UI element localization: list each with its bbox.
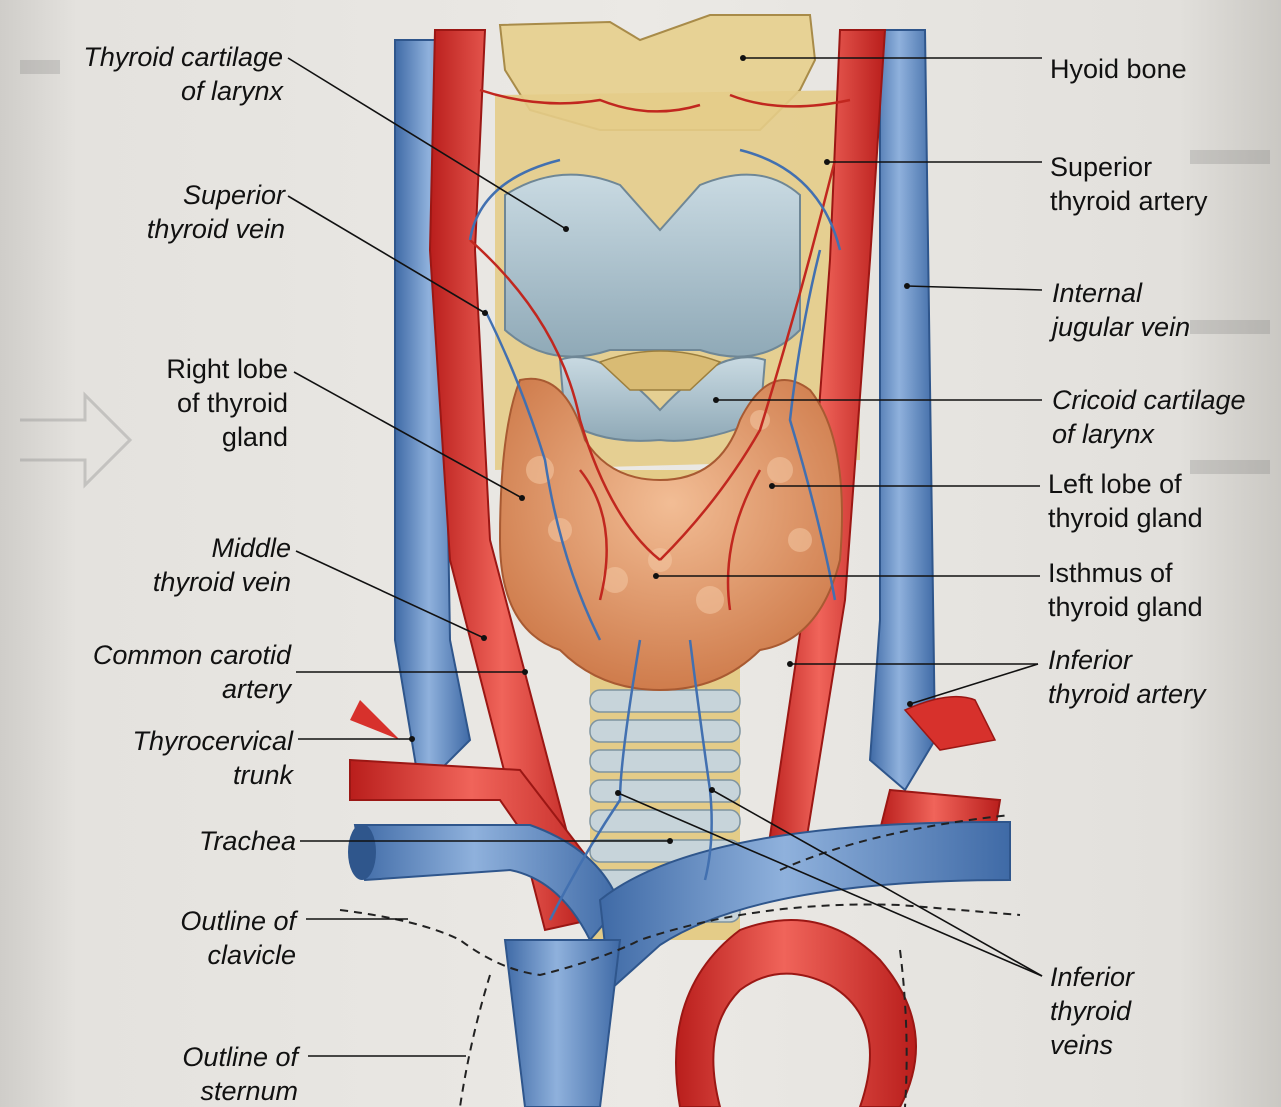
background-arrow bbox=[20, 395, 130, 485]
label-trachea: Trachea bbox=[199, 824, 296, 858]
label-hyoid-bone: Hyoid bone bbox=[1050, 52, 1187, 86]
